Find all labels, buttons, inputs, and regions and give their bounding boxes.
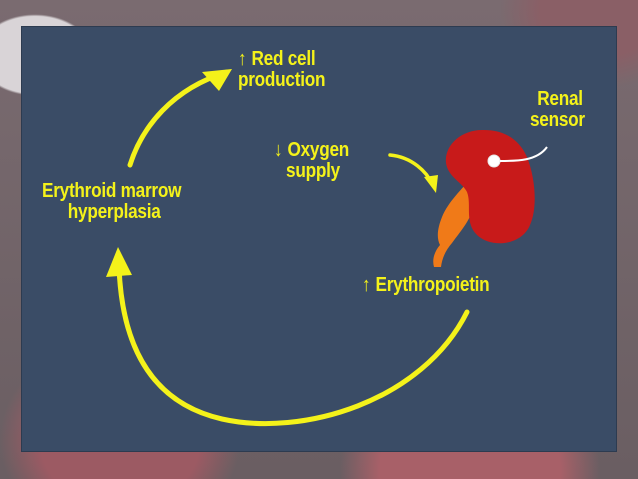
up-arrow-icon: ↑ <box>362 274 371 296</box>
red-cell-line2: production <box>238 69 326 91</box>
kidney-icon <box>433 129 548 267</box>
marrow-line2: hyperplasia <box>67 201 161 223</box>
oxygen-line1: Oxygen <box>287 139 350 161</box>
kidney-body <box>445 129 535 244</box>
marrow-line1: Erythroid marrow <box>42 180 182 202</box>
arrowhead-redcell <box>202 69 232 91</box>
label-renal-sensor: Renal sensor <box>530 89 585 131</box>
red-cell-line1: Red cell <box>251 48 316 70</box>
ureter <box>433 175 474 267</box>
renal-line2: sensor <box>530 109 585 131</box>
arrow-marrow-to-redcell <box>127 69 230 168</box>
arrow-oxygen-to-kidney <box>388 153 434 186</box>
label-erythroid-marrow: Erythroid marrow hyperplasia <box>42 181 181 223</box>
diagram-panel: ↑Red cell production Erythroid marrow hy… <box>22 27 616 451</box>
label-oxygen-supply: ↓Oxygen supply <box>274 140 349 182</box>
label-red-cell-production: ↑Red cell production <box>238 49 325 91</box>
oxygen-line2: supply <box>286 160 340 182</box>
renal-sensor-dot <box>487 154 501 168</box>
up-arrow-icon: ↑ <box>238 48 247 70</box>
renal-line1: Renal <box>537 88 583 110</box>
arrowhead-marrow <box>106 247 132 277</box>
arrowhead-kidney <box>424 175 438 193</box>
label-erythropoietin: ↑Erythropoietin <box>362 274 490 296</box>
arrow-epo-to-marrow <box>116 264 470 427</box>
cycle-diagram <box>106 69 548 427</box>
renal-sensor-line <box>499 146 548 162</box>
epo-line1: Erythropoietin <box>375 274 490 296</box>
down-arrow-icon: ↓ <box>274 139 283 161</box>
